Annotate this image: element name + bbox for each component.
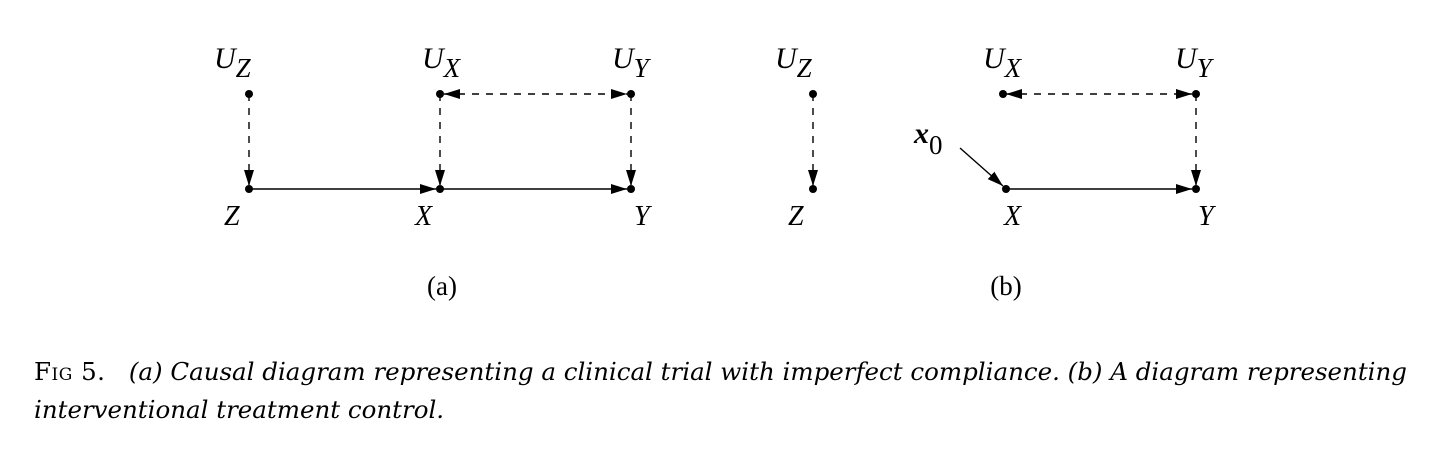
- node-z: [809, 185, 817, 193]
- node-label-uz: UZ: [775, 42, 813, 83]
- panel-b-label: (b): [990, 271, 1021, 301]
- node-label-z: Z: [224, 201, 240, 232]
- node-uy: [1192, 90, 1200, 98]
- node-ux: [436, 90, 444, 98]
- node-label-uy: UY: [1175, 42, 1215, 83]
- node-z: [245, 185, 253, 193]
- node-label-x: X: [1003, 201, 1022, 232]
- node-label-uy: UY: [612, 42, 652, 83]
- node-ux: [999, 90, 1007, 98]
- node-uy: [627, 90, 635, 98]
- node-label-y: Y: [1198, 201, 1217, 232]
- node-x: [436, 185, 444, 193]
- node-label-ux: UX: [422, 42, 462, 83]
- node-label-x: X: [414, 201, 433, 232]
- node-label-y: Y: [634, 201, 653, 232]
- caption-text: (a) Causal diagram representing a clinic…: [34, 357, 1407, 424]
- edge-x0-to-x: [959, 147, 1004, 187]
- node-uz: [245, 90, 253, 98]
- node-y: [627, 185, 635, 193]
- panel-b: UZ UX UY Z X Y x0 (b): [775, 42, 1217, 301]
- figure-caption: Fig 5. (a) Causal diagram representing a…: [34, 353, 1414, 429]
- node-uz: [809, 90, 817, 98]
- node-label-x0: x0: [913, 117, 943, 160]
- node-label-ux: UX: [983, 42, 1023, 83]
- node-label-uz: UZ: [214, 42, 252, 83]
- node-y: [1192, 185, 1200, 193]
- figure-label: Fig 5.: [34, 357, 106, 386]
- node-x: [1002, 185, 1010, 193]
- panel-a-label: (a): [427, 271, 457, 301]
- node-label-z: Z: [788, 201, 804, 232]
- panel-a: UZ UX UY Z X Y (a): [214, 42, 653, 301]
- causal-diagram-figure: UZ UX UY Z X Y (a) UZ UX: [214, 42, 1217, 301]
